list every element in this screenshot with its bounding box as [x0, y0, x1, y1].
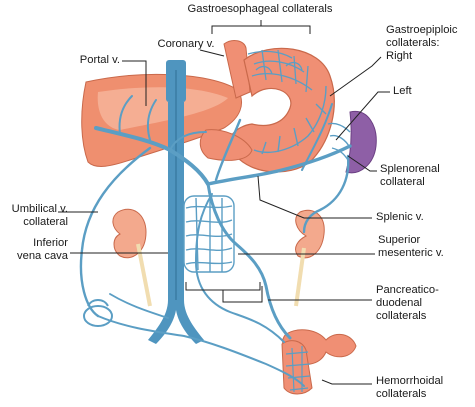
- label-splenorenal-line1: Splenorenal: [380, 163, 440, 176]
- label-coronary-vein: Coronary v.: [146, 38, 226, 51]
- label-sup-mesenteric-line1: Superior: [378, 234, 420, 247]
- label-ivc-line1: Inferior: [0, 237, 68, 250]
- umbilical-loop: [84, 300, 112, 326]
- label-splenorenal-line2: collateral: [380, 176, 425, 189]
- label-pancreatico-line2: duodenal: [376, 297, 422, 310]
- label-umbilical-line1: Umbilical v.: [0, 203, 68, 216]
- label-hemorrhoidal-line1: Hemorrhoidal: [376, 375, 443, 388]
- label-portal-vein: Portal v.: [56, 54, 120, 67]
- label-hemorrhoidal-line2: collaterals: [376, 388, 426, 401]
- label-umbilical-line2: collateral: [0, 216, 68, 229]
- label-gastroepiploic-left: Left: [393, 85, 412, 98]
- spleen: [346, 111, 376, 172]
- label-ivc-line2: vena cava: [0, 250, 68, 263]
- label-sup-mesenteric-line2: mesenteric v.: [378, 247, 444, 260]
- pancreatico-bracket: [186, 282, 260, 290]
- label-gastroepiploic-right: Right: [386, 50, 412, 63]
- label-splenic-vein: Splenic v.: [376, 211, 424, 224]
- label-pancreatico-line1: Pancreatico-: [376, 284, 439, 297]
- label-gastroepiploic-line1: Gastroepiploic: [386, 24, 458, 37]
- gastroesophageal-bracket: [212, 26, 310, 34]
- leader-lines: [58, 20, 390, 384]
- label-gastroepiploic-line2: collaterals:: [386, 37, 439, 50]
- label-pancreatico-line3: collaterals: [376, 310, 426, 323]
- label-gastroesophageal-collaterals: Gastroesophageal collaterals: [175, 3, 345, 16]
